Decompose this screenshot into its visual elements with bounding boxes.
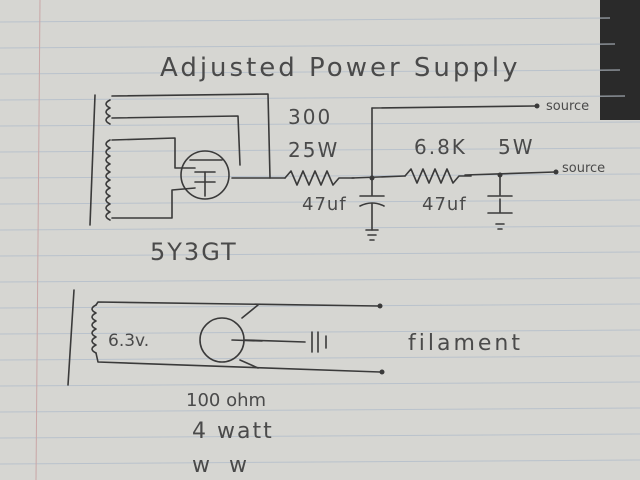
capacitor-1-symbol xyxy=(359,195,385,241)
diagram-title: Adjusted Power Supply xyxy=(160,53,521,83)
output-node-top xyxy=(534,103,540,109)
pot-rating-line2: 4 watt xyxy=(192,419,274,444)
resistor-1-power: 25W xyxy=(288,138,339,162)
pot-rating-line3: w w xyxy=(192,453,253,478)
resistor-1-symbol xyxy=(284,170,355,186)
capacitor-2-label: 47uf xyxy=(422,194,467,215)
resistor-2-value: 6.8K xyxy=(414,135,467,159)
resistor-2-power: 5W xyxy=(498,135,535,159)
junction-dot-2 xyxy=(497,172,503,178)
rectifier-tube-symbol xyxy=(180,150,230,200)
filter-wiring xyxy=(351,105,556,196)
filament-node-top xyxy=(377,303,383,309)
output-node-mid xyxy=(553,169,559,175)
junction-dot-1 xyxy=(369,175,375,181)
filament-winding-label: 6.3v. xyxy=(108,331,149,351)
pot-rating-line1: 100 ohm xyxy=(186,390,266,411)
filament-label: filament xyxy=(408,331,523,356)
resistor-1-value: 300 xyxy=(288,105,332,129)
pot-wiper xyxy=(231,339,263,342)
capacitor-2-symbol xyxy=(487,195,513,230)
filament-wiring xyxy=(95,301,381,373)
output-label-top: source xyxy=(546,99,589,114)
filament-node-bottom xyxy=(379,369,385,375)
resistor-2-symbol xyxy=(404,168,472,184)
capacitor-1-label: 47uf xyxy=(302,194,347,215)
tube-label: 5Y3GT xyxy=(150,238,238,266)
output-label-mid: source xyxy=(562,161,605,176)
filament-transformer xyxy=(67,289,97,386)
rectifier-wiring xyxy=(111,93,286,219)
power-transformer xyxy=(89,94,111,226)
paper-edge xyxy=(600,0,640,120)
